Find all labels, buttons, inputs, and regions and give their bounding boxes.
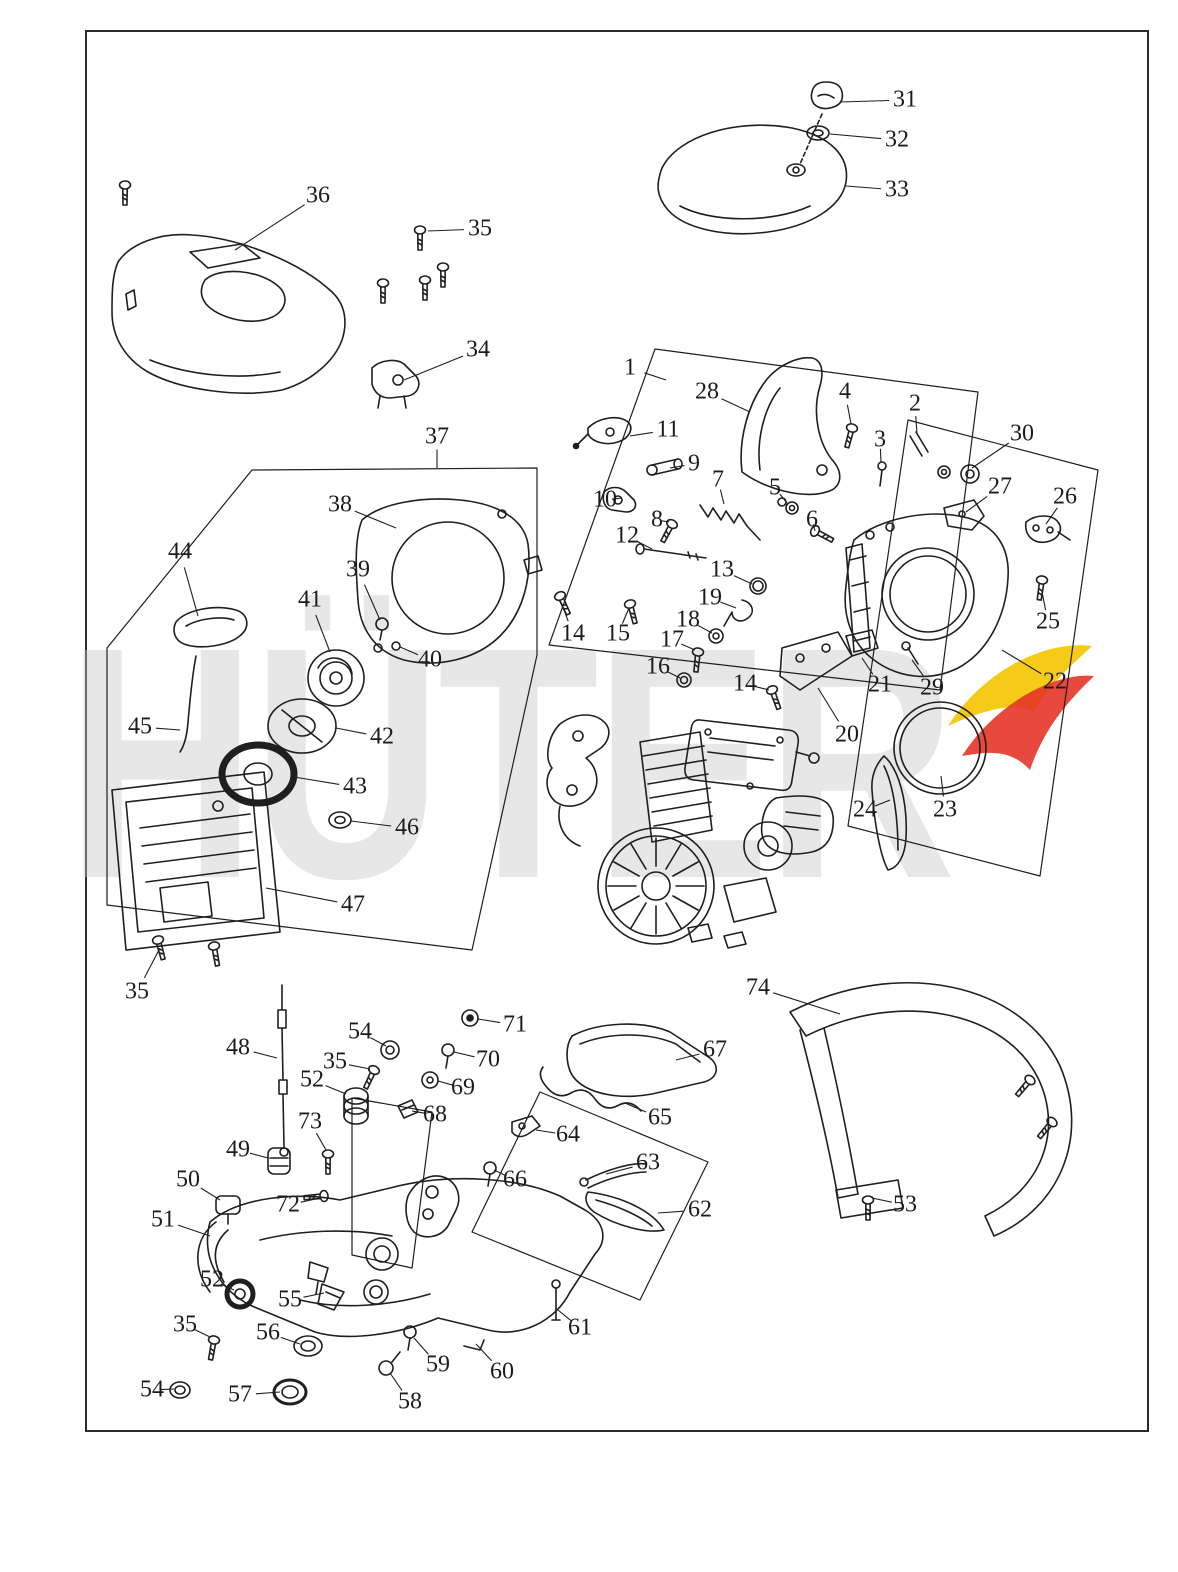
air-filter-cover: [657, 81, 848, 235]
leader-line-8: [661, 520, 670, 523]
leader-line-20: [817, 687, 840, 722]
brand-swoosh-logo: [948, 645, 1094, 770]
leader-line-64: [535, 1129, 556, 1134]
leader-line-41: [315, 614, 331, 653]
leader-line-40: [399, 646, 419, 656]
leader-line-1: [644, 372, 667, 381]
leader-line-2: [915, 415, 918, 435]
leader-line-59: [413, 1337, 429, 1355]
leader-line-3: [879, 448, 882, 463]
leader-line-35: [143, 947, 161, 979]
leader-line-67: [675, 1053, 700, 1061]
leader-line-43: [293, 776, 340, 785]
engine-assembly: [546, 714, 835, 949]
leader-line-32: [829, 133, 882, 140]
leader-line-15: [621, 607, 630, 624]
group-box-1: [548, 348, 979, 691]
group1-small-parts: [552, 416, 1071, 712]
leader-line-36: [234, 204, 305, 251]
leader-line-49: [249, 1152, 269, 1159]
group-box-right: [847, 419, 1099, 877]
leader-line-62: [657, 1210, 685, 1214]
leader-line-55: [303, 1292, 325, 1298]
leader-line-54: [370, 1037, 387, 1047]
leader-line-9: [669, 465, 685, 469]
leader-line-71: [477, 1018, 501, 1024]
leader-line-57: [255, 1391, 281, 1395]
leader-line-35: [427, 229, 465, 232]
leader-line-66: [493, 1169, 507, 1177]
leader-line-35: [348, 1064, 371, 1070]
rear-handle-tank-assembly: [169, 984, 717, 1406]
leader-line-6: [812, 524, 816, 532]
leader-line-44: [183, 567, 199, 617]
leader-line-39: [363, 584, 381, 621]
leader-line-29: [911, 659, 925, 678]
leader-line-14: [754, 685, 770, 691]
top-cover-part: [111, 233, 346, 394]
leader-line-26: [1045, 507, 1058, 525]
leader-line-10: [611, 497, 623, 500]
leader-line-33: [845, 185, 882, 190]
leader-line-31: [839, 99, 890, 103]
leader-line-54: [160, 1388, 175, 1391]
leader-line-58: [389, 1372, 403, 1391]
leader-line-17: [680, 643, 696, 651]
starter-assembly: [111, 498, 543, 968]
leader-line-34: [403, 355, 464, 381]
leader-line-48: [253, 1051, 278, 1059]
callout-leader-lines: [143, 99, 1058, 1395]
leader-line-45: [155, 727, 181, 731]
leader-line-51: [177, 1224, 211, 1237]
leader-line-30: [971, 442, 1010, 469]
leader-line-63: [605, 1166, 633, 1175]
leader-line-73: [315, 1132, 327, 1151]
leader-line-68: [411, 1110, 426, 1114]
leader-line-42: [335, 727, 367, 735]
leader-line-47: [265, 887, 338, 903]
leader-line-52: [220, 1283, 235, 1291]
leader-line-28: [721, 398, 751, 413]
diagram-border: [85, 30, 1149, 1432]
leader-line-12: [636, 540, 653, 550]
leader-line-18: [697, 624, 713, 634]
leader-line-52: [325, 1085, 347, 1095]
leader-line-7: [719, 489, 725, 505]
leader-line-53: [871, 1197, 892, 1203]
leader-line-35: [194, 1329, 211, 1338]
leader-line-72: [300, 1197, 321, 1203]
leader-line-60: [475, 1343, 493, 1362]
leader-line-5: [779, 493, 788, 504]
leader-line-38: [354, 510, 397, 529]
leader-line-13: [733, 575, 753, 585]
screws-top: [118, 180, 450, 304]
leader-line-74: [773, 992, 841, 1015]
leader-line-50: [200, 1187, 221, 1201]
leader-line-4: [846, 404, 852, 425]
leader-line-22: [1001, 649, 1042, 675]
leader-line-46: [350, 820, 392, 827]
leader-line-24: [874, 799, 891, 807]
leader-line-11: [629, 431, 653, 437]
leader-line-27: [965, 496, 988, 513]
leader-line-61: [557, 1309, 572, 1322]
leader-line-25: [1041, 591, 1047, 611]
chain-brake-lever: [740, 356, 841, 496]
group-box-starter: [106, 467, 538, 951]
leader-line-65: [624, 1102, 647, 1113]
leader-line-14: [560, 601, 569, 622]
clutch-cover-assembly: [844, 513, 1009, 871]
bracket-part-34: [371, 359, 420, 409]
leader-line-19: [720, 601, 737, 609]
leader-line-56: [280, 1336, 301, 1345]
leader-line-70: [453, 1051, 475, 1058]
front-handle-bar: [789, 982, 1073, 1237]
leader-line-69: [437, 1080, 454, 1086]
leader-line-21: [861, 657, 874, 675]
leader-line-16: [666, 670, 681, 679]
leader-line-23: [940, 775, 944, 797]
